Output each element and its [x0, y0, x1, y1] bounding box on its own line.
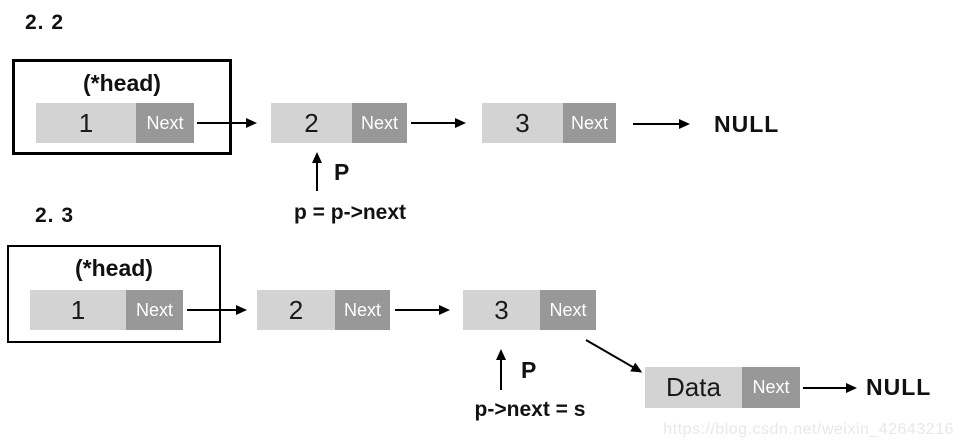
node-value: 3	[463, 290, 540, 330]
list-node-3: 3 Next	[463, 290, 596, 330]
pointer-p-arrow	[500, 351, 502, 390]
arrow-node2-to-node3	[411, 122, 464, 124]
head-box: (*head)	[12, 59, 232, 155]
arrow-node2-to-node3	[395, 309, 448, 311]
arrow-new-node-to-null	[803, 387, 855, 389]
node-value: 3	[482, 103, 563, 143]
head-box: (*head)	[7, 245, 221, 343]
node-value: Data	[645, 367, 742, 408]
section-label-2-2: 2. 2	[25, 11, 65, 34]
node-value: 2	[257, 290, 335, 330]
list-node-1: 1 Next	[30, 290, 183, 330]
node-value: 1	[30, 290, 126, 330]
pointer-p-arrow	[316, 154, 318, 191]
new-list-node: Data Next	[645, 367, 800, 408]
node-value: 1	[36, 103, 136, 143]
arrow-node1-to-node2	[197, 122, 255, 124]
section-label-2-3: 2. 3	[35, 204, 75, 227]
watermark: https://blog.csdn.net/weixin_42643216	[663, 421, 954, 438]
node-next-field: Next	[540, 290, 596, 330]
head-label: (*head)	[83, 70, 161, 96]
node-next-field: Next	[352, 103, 407, 143]
list-node-3: 3 Next	[482, 103, 616, 143]
operation-label: p->next = s	[474, 398, 586, 421]
list-node-2: 2 Next	[257, 290, 390, 330]
node-next-field: Next	[563, 103, 616, 143]
list-node-2: 2 Next	[271, 103, 407, 143]
arrow-node3-to-new-node	[585, 339, 642, 373]
arrow-node1-to-node2	[187, 309, 245, 311]
node-next-field: Next	[126, 290, 183, 330]
pointer-p-label: P	[334, 159, 350, 185]
list-node-1: 1 Next	[36, 103, 194, 143]
node-next-field: Next	[742, 367, 800, 408]
node-next-field: Next	[136, 103, 194, 143]
arrow-node3-to-null	[633, 123, 688, 125]
node-value: 2	[271, 103, 352, 143]
operation-label: p = p->next	[293, 201, 407, 224]
null-label: NULL	[866, 374, 932, 400]
pointer-p-label: P	[521, 357, 537, 383]
null-label: NULL	[714, 111, 780, 137]
node-next-field: Next	[335, 290, 390, 330]
head-label: (*head)	[75, 255, 153, 281]
